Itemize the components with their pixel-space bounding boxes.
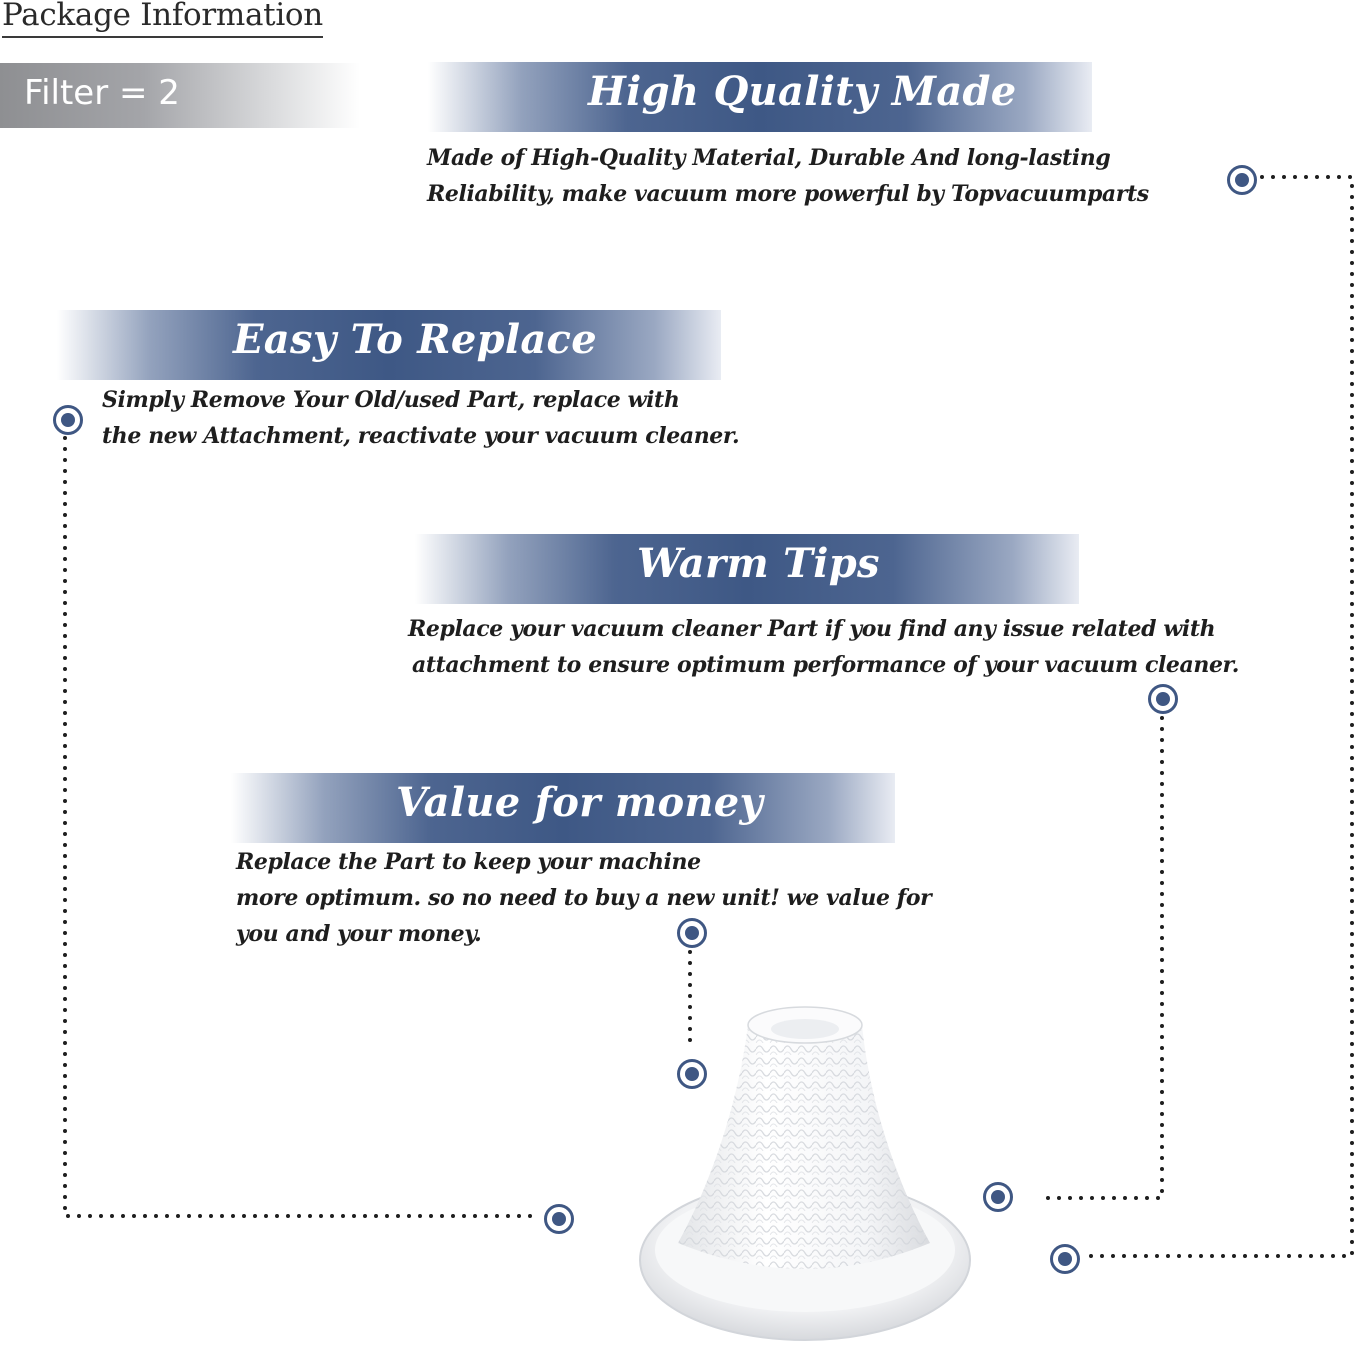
- target-dot-icon: [53, 405, 83, 435]
- target-dot-icon: [677, 918, 707, 948]
- connector-high-quality: [1085, 175, 1354, 1258]
- banner-easy-replace: Easy To Replace: [57, 310, 721, 380]
- description-line: the new Attachment, reactivate your vacu…: [102, 423, 740, 449]
- description-warm-tips: Replace your vacuum cleaner Part if you …: [408, 611, 1239, 683]
- target-dot-icon: [1050, 1244, 1080, 1274]
- target-dot-icon: [1227, 165, 1257, 195]
- banner-high-quality: High Quality Made: [428, 62, 1092, 132]
- description-line: Replace the Part to keep your machine: [236, 849, 701, 875]
- description-value-money: Replace the Part to keep your machine mo…: [236, 844, 932, 952]
- description-line: Reliability, make vacuum more powerful b…: [427, 181, 1149, 207]
- banner-warm-tips: Warm Tips: [415, 534, 1079, 604]
- description-line: more optimum. so no need to buy a new un…: [236, 885, 932, 911]
- banner-value-money: Value for money: [231, 773, 895, 843]
- heading-easy-replace: Easy To Replace: [233, 316, 597, 363]
- description-easy-replace: Simply Remove Your Old/used Part, replac…: [102, 382, 740, 454]
- target-dot-icon: [677, 1059, 707, 1089]
- target-dot-icon: [983, 1182, 1013, 1212]
- connector-easy-replace: [63, 436, 536, 1218]
- description-high-quality: Made of High-Quality Material, Durable A…: [427, 140, 1149, 212]
- description-line: you and your money.: [236, 921, 482, 947]
- heading-value-money: Value for money: [396, 779, 764, 826]
- vacuum-filter-image: [639, 1006, 971, 1341]
- heading-high-quality: High Quality Made: [588, 68, 1017, 115]
- description-line: attachment to ensure optimum performance…: [412, 652, 1239, 678]
- package-information-title: Package Information: [2, 0, 323, 38]
- package-contents-band: Filter = 2: [0, 63, 360, 128]
- description-line: Simply Remove Your Old/used Part, replac…: [102, 387, 680, 413]
- description-line: Replace your vacuum cleaner Part if you …: [408, 616, 1216, 642]
- description-line: Made of High-Quality Material, Durable A…: [427, 145, 1111, 171]
- package-contents-text: Filter = 2: [24, 73, 180, 113]
- heading-warm-tips: Warm Tips: [637, 540, 880, 587]
- connector-warm-tips: [1038, 716, 1164, 1200]
- target-dot-icon: [544, 1204, 574, 1234]
- target-dot-icon: [1148, 684, 1178, 714]
